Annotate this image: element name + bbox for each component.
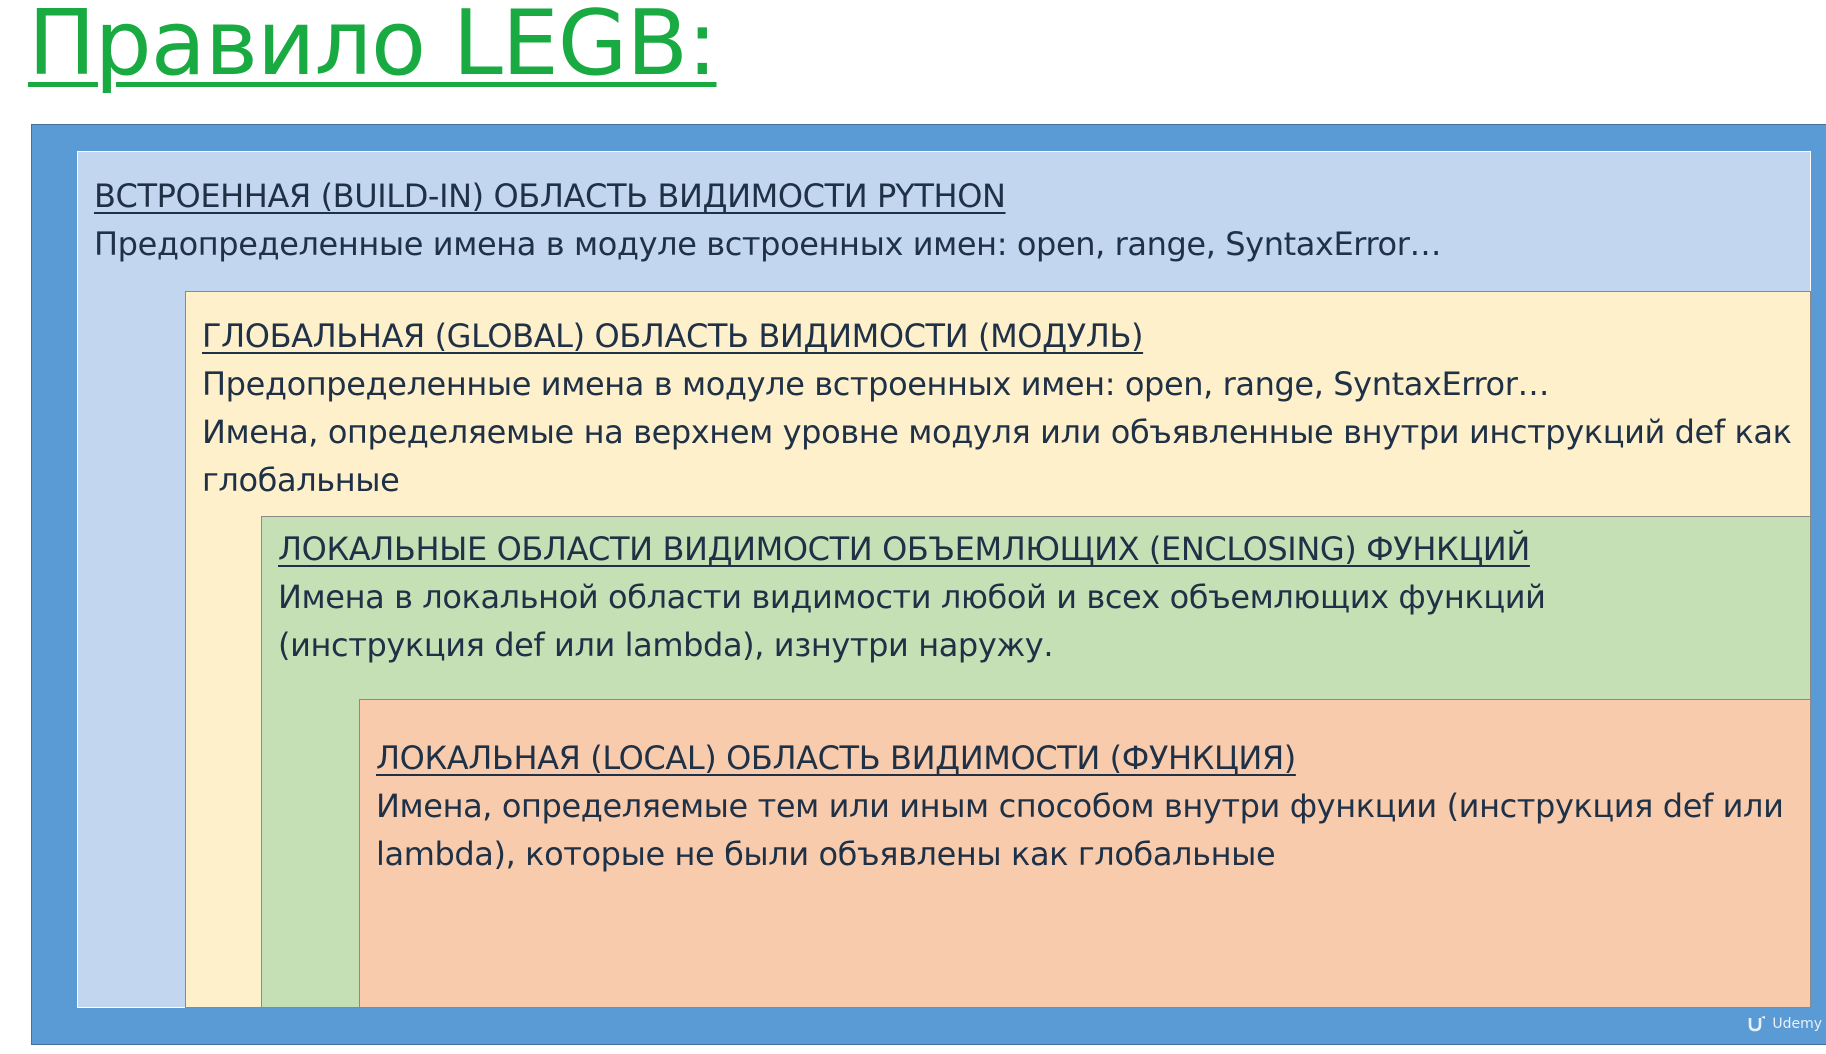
local-scope-content: ЛОКАЛЬНАЯ (LOCAL) ОБЛАСТЬ ВИДИМОСТИ (ФУН… <box>376 734 1796 878</box>
global-scope-description-2: Имена, определяемые на верхнем уровне мо… <box>202 413 1792 499</box>
global-scope-content: ГЛОБАЛЬНАЯ (GLOBAL) ОБЛАСТЬ ВИДИМОСТИ (М… <box>202 312 1796 504</box>
global-scope-description-1: Предопределенные имена в модуле встроенн… <box>202 365 1550 403</box>
builtin-scope-description: Предопределенные имена в модуле встроенн… <box>94 225 1442 263</box>
udemy-logo-icon <box>1749 1016 1766 1032</box>
local-scope-box: ЛОКАЛЬНАЯ (LOCAL) ОБЛАСТЬ ВИДИМОСТИ (ФУН… <box>359 699 1811 1008</box>
udemy-watermark: Udemy <box>1747 1016 1822 1032</box>
slide-title: Правило LEGB: <box>28 0 717 96</box>
builtin-scope-heading: ВСТРОЕННАЯ (BUILD-IN) ОБЛАСТЬ ВИДИМОСТИ … <box>94 177 1006 215</box>
enclosing-scope-content: ЛОКАЛЬНЫЕ ОБЛАСТИ ВИДИМОСТИ ОБЪЕМЛЮЩИХ (… <box>278 525 1660 669</box>
global-scope-heading: ГЛОБАЛЬНАЯ (GLOBAL) ОБЛАСТЬ ВИДИМОСТИ (М… <box>202 317 1144 355</box>
builtin-scope-content: ВСТРОЕННАЯ (BUILD-IN) ОБЛАСТЬ ВИДИМОСТИ … <box>94 172 1796 268</box>
udemy-watermark-label: Udemy <box>1772 1016 1822 1032</box>
enclosing-scope-description: Имена в локальной области видимости любо… <box>278 578 1546 664</box>
enclosing-scope-heading: ЛОКАЛЬНЫЕ ОБЛАСТИ ВИДИМОСТИ ОБЪЕМЛЮЩИХ (… <box>278 530 1530 568</box>
local-scope-heading: ЛОКАЛЬНАЯ (LOCAL) ОБЛАСТЬ ВИДИМОСТИ (ФУН… <box>376 739 1296 777</box>
local-scope-description: Имена, определяемые тем или иным способо… <box>376 787 1784 873</box>
